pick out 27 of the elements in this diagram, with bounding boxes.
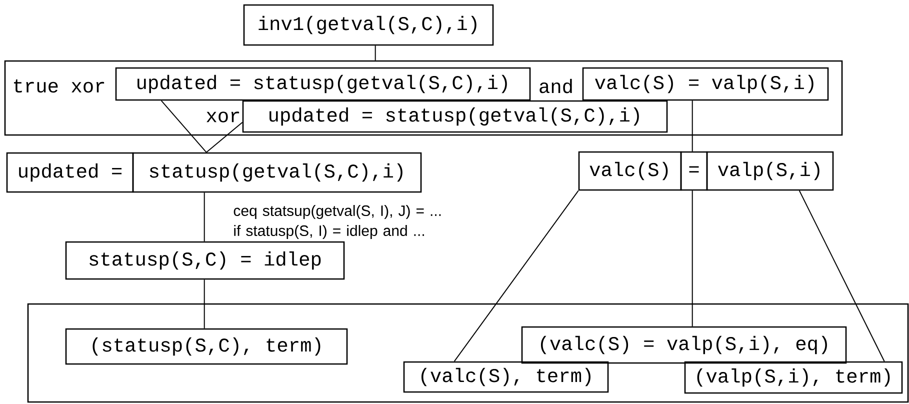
expression-box: statusp(getval(S,C),i) — [132, 152, 422, 193]
connector-line — [160, 100, 207, 153]
node-label: xor — [206, 112, 240, 122]
connector-line — [454, 190, 579, 362]
connector-line — [692, 190, 693, 327]
expression-box: inv1(getval(S,C),i) — [243, 4, 494, 46]
connector-line — [798, 190, 885, 362]
connector-line — [692, 100, 693, 152]
expression-box: (valp(S,i), term) — [684, 361, 903, 394]
connector-line — [204, 279, 205, 329]
expression-box: (valc(S) = valp(S,i), eq) — [521, 326, 847, 364]
expression-box: statusp(S,C) = idlep — [65, 241, 345, 280]
expression-box: valc(S) = valp(S,i) — [582, 67, 829, 101]
expression-box: updated = statusp(getval(S,C),i) — [115, 67, 531, 101]
connector-line — [206, 122, 243, 153]
expression-box: valc(S) — [578, 151, 682, 191]
node-label: and — [540, 78, 572, 94]
expression-box: updated = — [6, 152, 134, 193]
expression-box: (statusp(S,C), term) — [65, 328, 348, 365]
connector-line — [204, 192, 205, 242]
expression-box: valp(S,i) — [706, 151, 834, 191]
edge-label: ceq statsup(getval(S, I), J) = ... if statusp(S, I) = idlep and ... — [232, 204, 450, 240]
expression-box: = — [680, 151, 708, 191]
connector-line — [374, 45, 376, 61]
node-label: true xor — [14, 79, 104, 93]
expression-box: (valc(S), term) — [403, 361, 609, 393]
expression-box: updated = statusp(getval(S,C),i) — [242, 100, 668, 133]
